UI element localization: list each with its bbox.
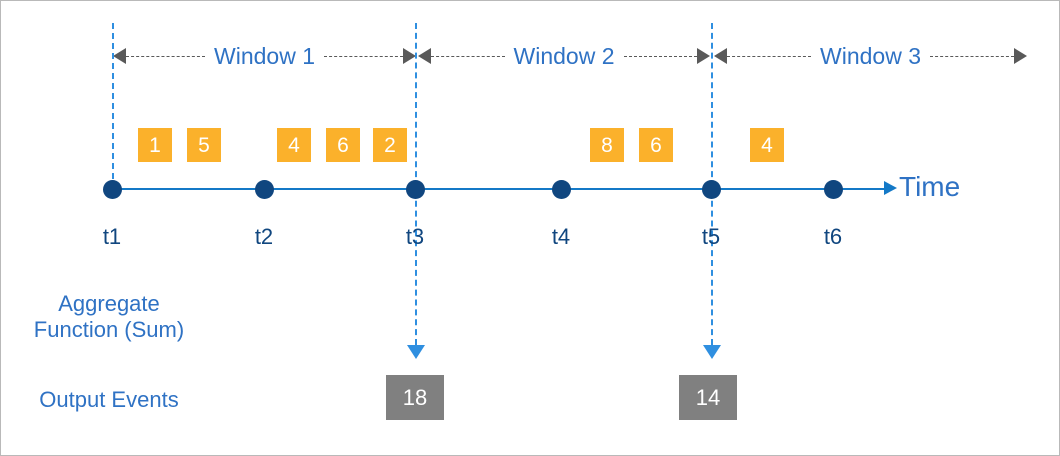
dashed-line — [727, 55, 812, 57]
arrow-right-icon — [1014, 48, 1028, 64]
window-label: Window 3 — [820, 42, 921, 69]
window-label: Window 1 — [214, 42, 315, 69]
timeline-tick-label: t4 — [551, 224, 571, 249]
event-box: 5 — [187, 128, 221, 162]
arrow-left-icon — [113, 48, 126, 64]
dashed-line — [431, 55, 505, 57]
event-box: 8 — [590, 128, 624, 162]
dashed-line — [930, 55, 1015, 57]
timeline-dot — [702, 180, 721, 199]
output-box: 14 — [679, 375, 737, 420]
timeline-tick-label: t2 — [254, 224, 274, 249]
arrow-left-icon — [418, 48, 431, 64]
aggregate-function-label: Aggregate Function (Sum) — [33, 291, 185, 342]
arrow-right-icon — [697, 48, 711, 64]
output-box: 18 — [386, 375, 444, 420]
time-axis-label: Time — [899, 171, 961, 202]
arrow-right-icon — [403, 48, 417, 64]
event-box: 1 — [138, 128, 172, 162]
output-events-label: Output Events — [39, 387, 179, 412]
timeline-dot — [406, 180, 425, 199]
event-box: 6 — [639, 128, 673, 162]
timeline-dot — [103, 180, 122, 199]
window-span-1: Window 1 — [113, 37, 417, 75]
timeline-tick-label: t6 — [823, 224, 843, 249]
window-span-3: Window 3 — [714, 37, 1028, 75]
event-box: 4 — [750, 128, 784, 162]
arrow-left-icon — [714, 48, 727, 64]
output-arrow-head-icon-t5 — [703, 345, 721, 359]
window-span-2: Window 2 — [418, 37, 711, 75]
timeline-arrow-icon — [884, 181, 897, 195]
timeline-dot — [552, 180, 571, 199]
timeline-dot — [824, 180, 843, 199]
dashed-line — [126, 55, 206, 57]
timeline-dot — [255, 180, 274, 199]
timeline-tick-label: t1 — [102, 224, 122, 249]
boundary-line-t1 — [112, 23, 114, 189]
event-box: 6 — [326, 128, 360, 162]
output-arrow-head-icon-t3 — [407, 345, 425, 359]
timeline-axis — [112, 188, 886, 190]
event-box: 2 — [373, 128, 407, 162]
event-box: 4 — [277, 128, 311, 162]
window-label: Window 2 — [513, 42, 615, 69]
dashed-line — [324, 55, 404, 57]
timeline-tick-label: t5 — [701, 224, 721, 249]
dashed-line — [623, 55, 698, 57]
timeline-tick-label: t3 — [405, 224, 425, 249]
